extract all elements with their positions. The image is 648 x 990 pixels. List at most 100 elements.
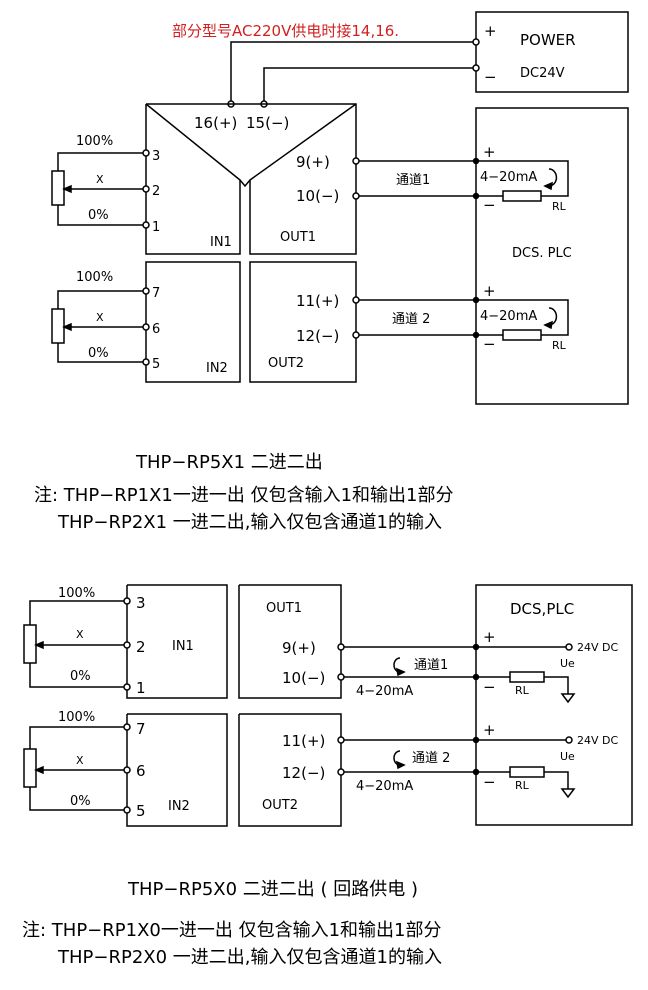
ch2-node-plus [472,736,480,744]
top-diagram: 部分型号AC220V供电时接14,16. POWER DC24V + − 16(… [34,11,629,533]
pot2-100-label: 100% [76,270,113,285]
pot2-0-label: 0% [88,346,109,361]
top-model-title: THP−RP5X1 二进二出 [135,452,323,473]
ch2-minus: − [483,773,496,791]
pot2-100-label: 100% [58,710,95,725]
ch1-rl: RL [515,684,530,697]
out2-block [249,261,357,383]
ch2-minus: − [483,335,496,353]
terminal-5 [142,358,150,366]
in2-label: IN2 [168,799,190,814]
terminal-15-label: 15(−) [246,114,289,132]
ch1-ground-wire [544,676,569,694]
ch2-loop [476,299,569,336]
ch2-ue-label: Ue [560,750,575,763]
terminal-2-label: 2 [152,184,160,199]
pot2-bottom-wire [57,343,143,363]
ch1-minus: − [483,196,496,214]
terminal-9 [352,157,360,165]
out1-block [238,584,342,699]
bottom-note-line1: 注: THP−RP1X0一进一出 仅包含输入1和输出1部分 [22,920,441,941]
dcs-plc-label: DCS. PLC [512,246,572,261]
ch1-node-plus [472,157,480,165]
terminal-6-label: 6 [136,762,146,780]
potentiometer-1 [51,170,65,206]
power-minus: − [484,68,497,86]
supply-terminal-2 [565,736,573,744]
dcs-plc-box [475,107,629,405]
terminal-16-label: 16(+) [194,114,237,132]
pot1-0-label: 0% [70,669,91,684]
in1-label: IN1 [210,235,232,250]
ch1-current: 4−20mA [480,170,537,185]
ch2-current: 4−20mA [480,309,537,324]
wiper-arrow-icon [62,322,72,332]
pot2-bottom-wire [29,787,124,811]
bottom-diagram: IN1 OUT1 IN2 OUT2 3 2 1 100% X 0% 7 6 5 … [22,584,633,968]
potentiometer-2 [51,308,65,344]
terminal-2 [123,641,131,649]
ground-icon [560,693,576,704]
power-voltage: DC24V [520,66,565,81]
pot1-bottom-wire [57,205,143,226]
wire-15 [263,67,473,104]
terminal-1 [142,221,150,229]
in1-block [126,584,228,699]
terminal-7-label: 7 [136,720,146,738]
ch2-node-minus [472,768,480,776]
ground-icon [560,788,576,799]
terminal-11 [352,296,360,304]
rl-resistor-1 [502,190,542,202]
arrow-head-icon [396,667,406,677]
out1-label: OUT1 [280,230,316,245]
terminal-11-label: 11(+) [296,292,339,310]
rl-resistor-2 [502,329,542,341]
arrow-head-icon [543,320,553,330]
out2-label: OUT2 [268,356,304,371]
terminal-7 [123,723,131,731]
pot1-0-label: 0% [88,208,109,223]
bottom-model-title: THP−RP5X0 二进二出 ( 回路供电 ) [127,879,418,900]
terminal-11 [337,736,345,744]
ch1-supply-label: 24V DC [577,641,618,654]
out1-block [146,103,357,255]
terminal-3 [142,149,150,157]
rl-resistor-2 [509,766,545,778]
ch2-node-minus [472,331,480,339]
ch2-label: 通道 2 [392,312,430,327]
ch2-plus: + [483,721,496,739]
ch2-node-plus [472,296,480,304]
ch2-supply-label: 24V DC [577,734,618,747]
terminal-10 [352,192,360,200]
pot2-top-wire [57,290,143,309]
terminal-12 [352,331,360,339]
top-note-line1: 注: THP−RP1X1一进一出 仅包含输入1和输出1部分 [34,485,453,506]
terminal-1-label: 1 [152,220,160,235]
ch2-current: 4−20mA [356,779,413,794]
wiper-arrow-icon [62,184,72,194]
terminal-5-label: 5 [152,357,160,372]
in1-block [145,103,241,255]
dcs-plc-box [475,584,633,826]
terminal-1-label: 1 [136,679,146,697]
terminal-6 [142,323,150,331]
power-box [475,11,629,93]
terminal-9-label: 9(+) [296,153,330,171]
pot2-top-wire [29,726,124,749]
terminal-10-label: 10(−) [296,187,339,205]
arrow-head-icon [396,760,406,770]
ch2-plus: + [483,282,496,300]
terminal-10 [337,673,345,681]
terminal-6-label: 6 [152,322,160,337]
rl-resistor-1 [509,671,545,683]
potentiometer-2 [23,748,37,788]
terminal-3-label: 3 [136,594,146,612]
out2-label: OUT2 [262,798,298,813]
out2-block [238,713,342,827]
terminal-1 [123,683,131,691]
dcs-plc-label: DCS,PLC [510,600,574,618]
power-title: POWER [520,31,576,49]
terminal-5-label: 5 [136,802,146,820]
terminal-7 [142,287,150,295]
power-plus: + [484,22,497,40]
